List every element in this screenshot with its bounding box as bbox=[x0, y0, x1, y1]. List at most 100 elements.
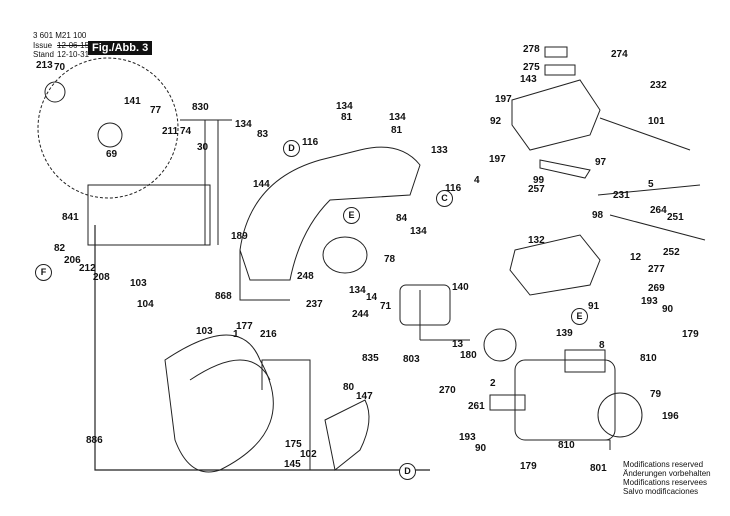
part-callout-206: 206 bbox=[64, 255, 81, 266]
part-callout-810: 810 bbox=[558, 440, 575, 451]
part-callout-81: 81 bbox=[391, 125, 403, 136]
part-callout-92: 92 bbox=[490, 116, 502, 127]
reference-marker-d: D bbox=[399, 463, 416, 480]
part-callout-252: 252 bbox=[663, 247, 680, 258]
part-callout-30: 30 bbox=[197, 142, 209, 153]
stand-date: 12-10-31 bbox=[57, 50, 90, 59]
part-callout-275: 275 bbox=[523, 62, 540, 73]
part-callout-232: 232 bbox=[650, 80, 667, 91]
part-callout-212: 212 bbox=[79, 263, 96, 274]
label-8 bbox=[564, 349, 606, 373]
part-callout-78: 78 bbox=[384, 254, 396, 265]
part-callout-145: 145 bbox=[284, 459, 301, 470]
part-callout-91: 91 bbox=[588, 301, 600, 312]
cable-5 bbox=[597, 184, 701, 196]
part-callout-264: 264 bbox=[650, 205, 667, 216]
part-callout-144: 144 bbox=[253, 179, 270, 190]
part-callout-140: 140 bbox=[452, 282, 469, 293]
part-callout-208: 208 bbox=[93, 272, 110, 283]
flange-70 bbox=[44, 81, 66, 103]
stand-label: Stand bbox=[33, 50, 54, 59]
handle-base-91 bbox=[509, 234, 601, 296]
part-callout-80: 80 bbox=[343, 382, 355, 393]
part-callout-116: 116 bbox=[445, 183, 462, 194]
part-callout-134: 134 bbox=[336, 101, 353, 112]
part-callout-12: 12 bbox=[630, 252, 642, 263]
part-callout-179: 179 bbox=[520, 461, 537, 472]
reference-marker-e: E bbox=[571, 308, 588, 325]
part-callout-74: 74 bbox=[180, 126, 192, 137]
field-2 bbox=[483, 328, 517, 362]
part-callout-211: 211 bbox=[162, 126, 179, 137]
part-callout-213: 213 bbox=[36, 60, 53, 71]
part-callout-197: 197 bbox=[489, 154, 506, 165]
part-callout-277: 277 bbox=[648, 264, 665, 275]
part-callout-251: 251 bbox=[667, 212, 684, 223]
part-callout-4: 4 bbox=[474, 175, 480, 186]
part-callout-216: 216 bbox=[260, 329, 277, 340]
part-callout-13: 13 bbox=[452, 339, 464, 350]
flange-69 bbox=[97, 122, 123, 148]
part-callout-84: 84 bbox=[396, 213, 408, 224]
reference-marker-c: C bbox=[436, 190, 453, 207]
part-callout-193: 193 bbox=[459, 432, 476, 443]
part-callout-274: 274 bbox=[611, 49, 628, 60]
strap-101 bbox=[599, 117, 691, 151]
issue-date: 12-06-15 bbox=[57, 41, 90, 50]
part-callout-841: 841 bbox=[62, 212, 79, 223]
part-callout-77: 77 bbox=[150, 105, 162, 116]
part-callout-197: 197 bbox=[495, 94, 512, 105]
part-callout-830: 830 bbox=[192, 102, 209, 113]
part-callout-886: 886 bbox=[86, 435, 103, 446]
figure-label: Fig./Abb. 3 bbox=[88, 41, 153, 55]
part-callout-134: 134 bbox=[410, 226, 427, 237]
part-callout-70: 70 bbox=[54, 62, 66, 73]
part-callout-147: 147 bbox=[356, 391, 373, 402]
cover-plate bbox=[324, 399, 370, 471]
part-callout-99: 99 bbox=[533, 175, 545, 186]
part-callout-189: 189 bbox=[231, 231, 248, 242]
part-callout-82: 82 bbox=[54, 243, 66, 254]
upper-housing bbox=[239, 146, 421, 281]
note-spanish: Salvo modificaciones bbox=[623, 487, 699, 496]
grip-97 bbox=[539, 159, 591, 179]
part-callout-2: 2 bbox=[490, 378, 496, 389]
part-callout-132: 132 bbox=[528, 235, 545, 246]
part-callout-79: 79 bbox=[650, 389, 662, 400]
part-callout-90: 90 bbox=[475, 443, 487, 454]
part-callout-81: 81 bbox=[341, 112, 353, 123]
reference-marker-f: F bbox=[35, 264, 52, 281]
part-callout-196: 196 bbox=[662, 411, 679, 422]
part-callout-104: 104 bbox=[137, 299, 154, 310]
part-callout-134: 134 bbox=[389, 112, 406, 123]
part-callout-83: 83 bbox=[257, 129, 269, 140]
issue-label: Issue bbox=[33, 41, 53, 50]
part-callout-143: 143 bbox=[520, 74, 537, 85]
end-cap-79 bbox=[597, 392, 643, 438]
part-callout-248: 248 bbox=[297, 271, 314, 282]
part-callout-14: 14 bbox=[366, 292, 378, 303]
part-callout-810: 810 bbox=[640, 353, 657, 364]
cable-251 bbox=[609, 214, 706, 241]
part-number: 3 601 M21 100 bbox=[33, 31, 87, 40]
label-275 bbox=[544, 64, 576, 76]
part-callout-868: 868 bbox=[215, 291, 232, 302]
note-english: Modifications reserved bbox=[623, 460, 704, 469]
part-callout-101: 101 bbox=[648, 116, 665, 127]
part-callout-269: 269 bbox=[648, 283, 665, 294]
part-callout-237: 237 bbox=[306, 299, 323, 310]
part-callout-102: 102 bbox=[300, 449, 317, 460]
shroud-78 bbox=[322, 236, 368, 274]
part-callout-261: 261 bbox=[468, 401, 485, 412]
lower-blade-guard bbox=[164, 334, 274, 473]
part-callout-69: 69 bbox=[106, 149, 118, 160]
part-callout-5: 5 bbox=[648, 179, 654, 190]
note-german: Änderungen vorbehalten bbox=[623, 469, 711, 478]
part-callout-244: 244 bbox=[352, 309, 369, 320]
part-callout-278: 278 bbox=[523, 44, 540, 55]
part-callout-1: 1 bbox=[233, 329, 239, 340]
part-callout-103: 103 bbox=[130, 278, 147, 289]
reference-marker-d: D bbox=[283, 140, 300, 157]
armature bbox=[399, 284, 451, 326]
reference-marker-e: E bbox=[343, 207, 360, 224]
